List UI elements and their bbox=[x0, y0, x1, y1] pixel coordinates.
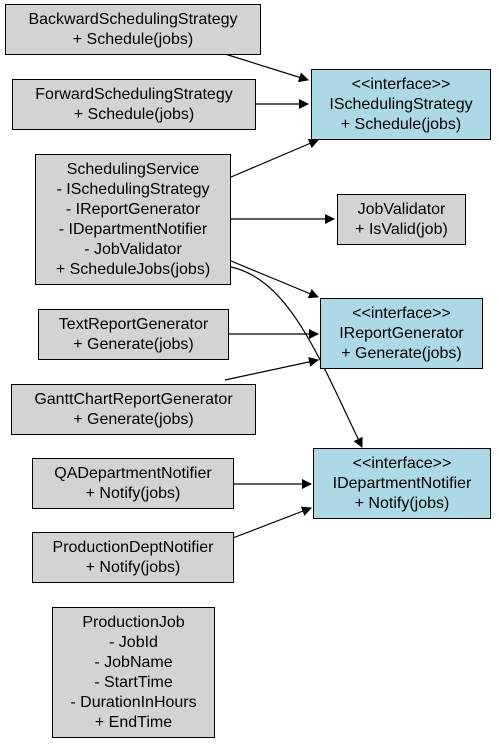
method: + Schedule(jobs) bbox=[72, 30, 194, 48]
property: + EndTime bbox=[94, 713, 173, 731]
edge-service-to-ischeduling bbox=[230, 138, 319, 178]
method: + Schedule(jobs) bbox=[73, 105, 195, 123]
method: + Generate(jobs) bbox=[73, 335, 194, 353]
node-gantt-chart-report-generator: GanttChartReportGenerator + Generate(job… bbox=[11, 384, 256, 435]
class-name: GanttChartReportGenerator bbox=[34, 390, 233, 408]
method: + Notify(jobs) bbox=[85, 484, 181, 502]
method: + Notify(jobs) bbox=[354, 494, 450, 512]
edge-gantt-to-ireport bbox=[224, 357, 319, 381]
interface-name: IReportGenerator bbox=[339, 324, 464, 342]
interface-name: IDepartmentNotifier bbox=[332, 474, 472, 492]
field: - JobId bbox=[109, 633, 158, 651]
class-name: BackwardSchedulingStrategy bbox=[28, 10, 238, 28]
method: + Generate(jobs) bbox=[341, 344, 462, 362]
method: + Schedule(jobs) bbox=[340, 115, 462, 133]
node-ischeduling-strategy: <<interface>> ISchedulingStrategy + Sche… bbox=[311, 69, 491, 140]
field: - JobName bbox=[94, 653, 173, 671]
edge-production-to-idept bbox=[224, 506, 312, 542]
node-qa-department-notifier: QADepartmentNotifier + Notify(jobs) bbox=[32, 458, 234, 509]
node-idepartment-notifier: <<interface>> IDepartmentNotifier + Noti… bbox=[313, 448, 491, 519]
field: - IReportGenerator bbox=[65, 200, 201, 218]
class-name: ForwardSchedulingStrategy bbox=[35, 85, 233, 103]
field: - StartTime bbox=[94, 673, 173, 691]
method: + ScheduleJobs(jobs) bbox=[55, 260, 211, 278]
method: + Notify(jobs) bbox=[85, 558, 181, 576]
field: - JobValidator bbox=[84, 240, 182, 258]
node-job-validator: JobValidator + IsValid(job) bbox=[337, 194, 466, 245]
edge-backward-to-ischeduling bbox=[224, 53, 309, 83]
node-production-dept-notifier: ProductionDeptNotifier + Notify(jobs) bbox=[32, 532, 234, 583]
class-name: QADepartmentNotifier bbox=[54, 464, 212, 482]
edge-service-to-idept bbox=[230, 266, 363, 448]
class-name: SchedulingService bbox=[66, 160, 200, 178]
class-name: ProductionDeptNotifier bbox=[52, 538, 214, 556]
field: - ISchedulingStrategy bbox=[56, 180, 210, 198]
field: - DurationInHours bbox=[70, 693, 197, 711]
class-name: TextReportGenerator bbox=[58, 315, 209, 333]
field: - IDepartmentNotifier bbox=[58, 220, 208, 238]
node-ireport-generator: <<interface>> IReportGenerator + Generat… bbox=[320, 298, 483, 369]
stereotype: <<interface>> bbox=[351, 75, 451, 93]
method: + IsValid(job) bbox=[355, 220, 448, 238]
edge-service-to-ireport bbox=[230, 260, 319, 299]
stereotype: <<interface>> bbox=[352, 454, 452, 472]
method: + Generate(jobs) bbox=[73, 410, 194, 428]
class-name: JobValidator bbox=[357, 200, 446, 218]
interface-name: ISchedulingStrategy bbox=[329, 95, 473, 113]
node-text-report-generator: TextReportGenerator + Generate(jobs) bbox=[38, 309, 229, 360]
node-forward-scheduling-strategy: ForwardSchedulingStrategy + Schedule(job… bbox=[12, 79, 256, 130]
node-production-job: ProductionJob - JobId - JobName - StartT… bbox=[52, 607, 215, 738]
stereotype: <<interface>> bbox=[352, 304, 451, 322]
node-backward-scheduling-strategy: BackwardSchedulingStrategy + Schedule(jo… bbox=[5, 4, 261, 55]
node-scheduling-service: SchedulingService - ISchedulingStrategy … bbox=[35, 154, 231, 285]
class-name: ProductionJob bbox=[82, 613, 185, 631]
